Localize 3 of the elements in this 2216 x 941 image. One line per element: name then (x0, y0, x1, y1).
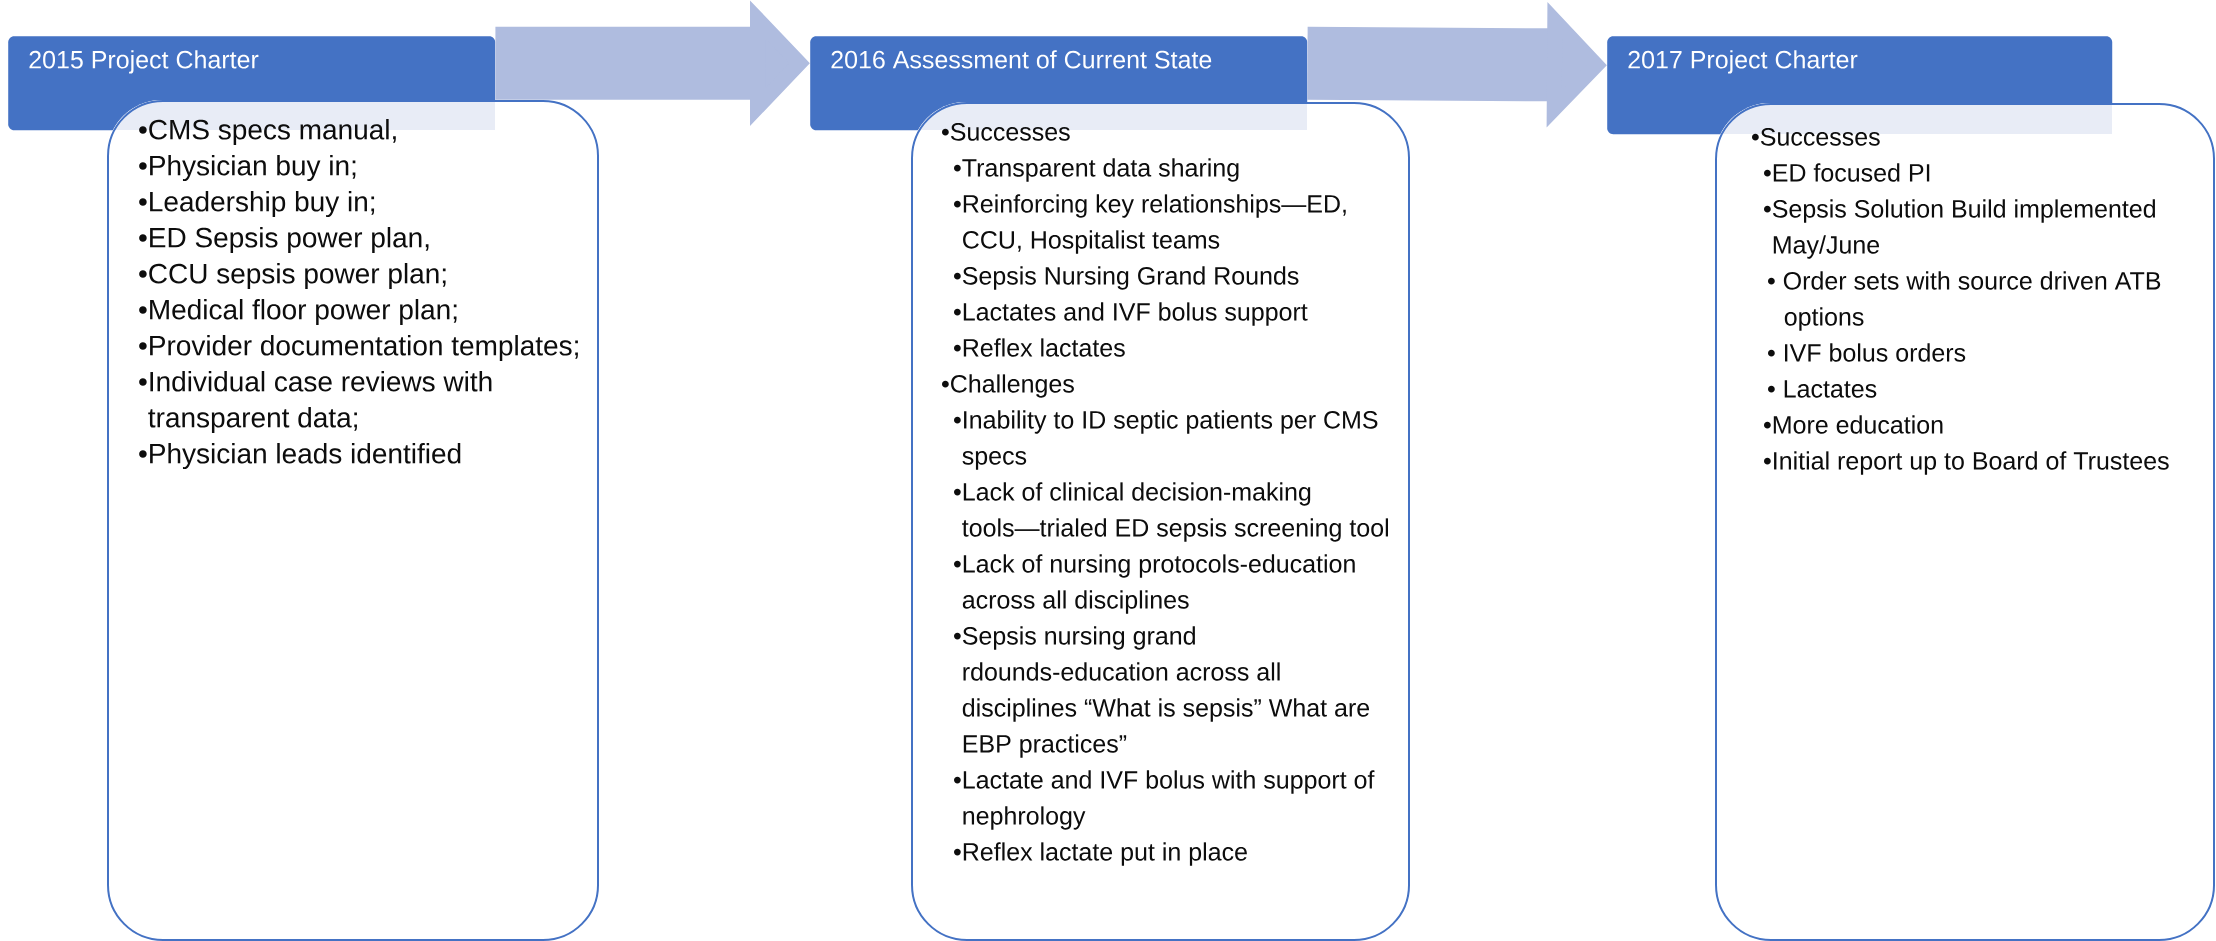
content-box: •CMS specs manual, •Physician buy in; •Leadership buy in; •ED Sepsis power plan, •CCU sepsis power plan; •Medical floor power plan; •Provider documentation templates; •Individual case reviews with transparent data; •Physician leads identified (107, 100, 599, 941)
content-box: •Successes •ED focused PI •Sepsis Solution Build implemented May/June • Order sets with source driven ATB options • IVF bolus orders • Lactates •More education •Initial report up to Board of Trustees (1715, 103, 2215, 941)
content-box: •Successes •Transparent data sharing •Reinforcing key relationships—ED, CCU, Hospitalist teams •Sepsis Nursing Grand Rounds •Lactates and IVF bolus support •Reflex lactates •Challenges •Inability to ID septic patients per CMS specs •Lack of clinical decision-making tools—trialed ED sepsis screening tool •Lack of nursing protocols-education across all disciplines •Sepsis nursing grand rdounds-education across all disciplines “What is sepsis” What are EBP practices” •Lactate and IVF bolus with support of nephrology •Reflex lactate put in place (911, 102, 1410, 941)
